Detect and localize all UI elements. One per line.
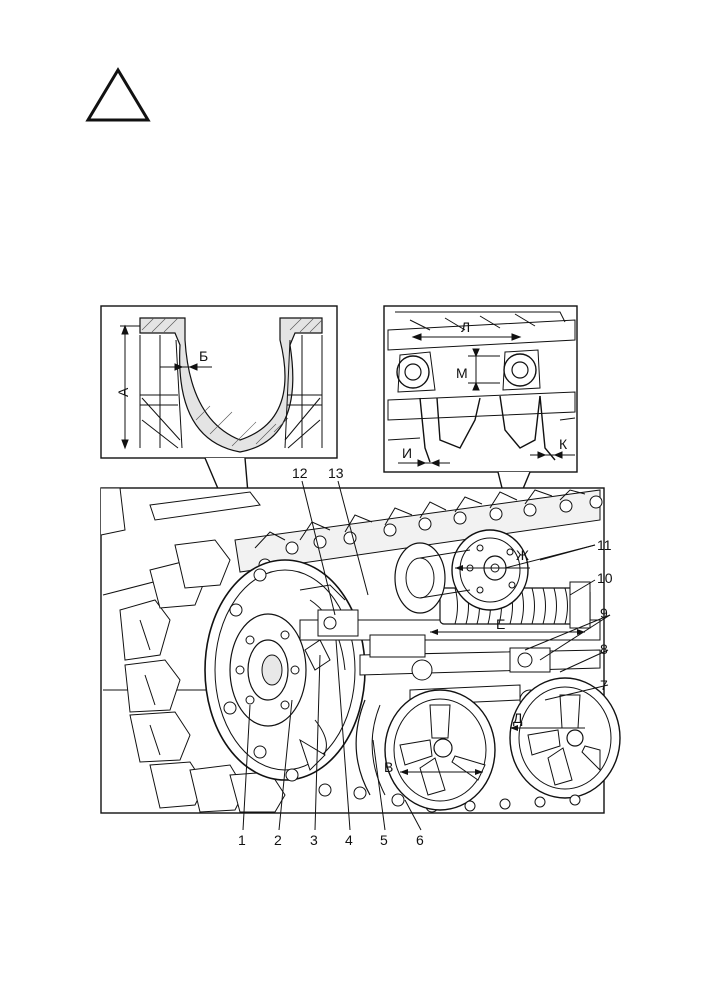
dim-label-zh: Ж (516, 547, 529, 563)
callout-7: 7 (600, 677, 608, 693)
callout-1: 1 (238, 832, 246, 848)
callout-3: 3 (310, 832, 318, 848)
dim-label-e: Е (496, 616, 505, 632)
dim-label-d: Д (513, 710, 523, 726)
main-view: Е Ж (100, 487, 621, 814)
dim-label-i: И (402, 445, 412, 461)
dim-label-v: В (384, 759, 393, 775)
callout-9: 9 (600, 605, 608, 621)
road-wheel-middle (355, 699, 386, 796)
road-wheel-right (509, 677, 621, 799)
callout-5: 5 (380, 832, 388, 848)
callout-10: 10 (597, 570, 613, 586)
callout-4: 4 (345, 832, 353, 848)
callout-2: 2 (274, 832, 282, 848)
upper-track (234, 489, 603, 573)
lower-track (464, 794, 581, 812)
callout-13: 13 (328, 465, 344, 481)
callout-12: 12 (292, 465, 308, 481)
callout-11: 11 (597, 537, 612, 553)
callout-6: 6 (416, 832, 424, 848)
callout-8: 8 (600, 641, 608, 657)
dim-label-m: М (456, 365, 468, 381)
callout-leaders (242, 480, 611, 831)
drive-sprocket (204, 559, 366, 781)
dim-label-b: Б (199, 348, 208, 364)
detail-right: Л М И К (383, 305, 578, 523)
callout-numbers: 1 2 3 4 5 6 12 13 11 10 9 8 7 (238, 465, 613, 848)
drive-sprocket-teeth (119, 539, 286, 813)
road-wheel-left (384, 689, 496, 811)
upper-idler-wheel (394, 529, 530, 614)
dim-label-k: К (559, 436, 568, 452)
dim-label-a: А (115, 387, 131, 397)
warning-triangle-icon (85, 67, 151, 122)
dim-label-l: Л (461, 319, 470, 335)
